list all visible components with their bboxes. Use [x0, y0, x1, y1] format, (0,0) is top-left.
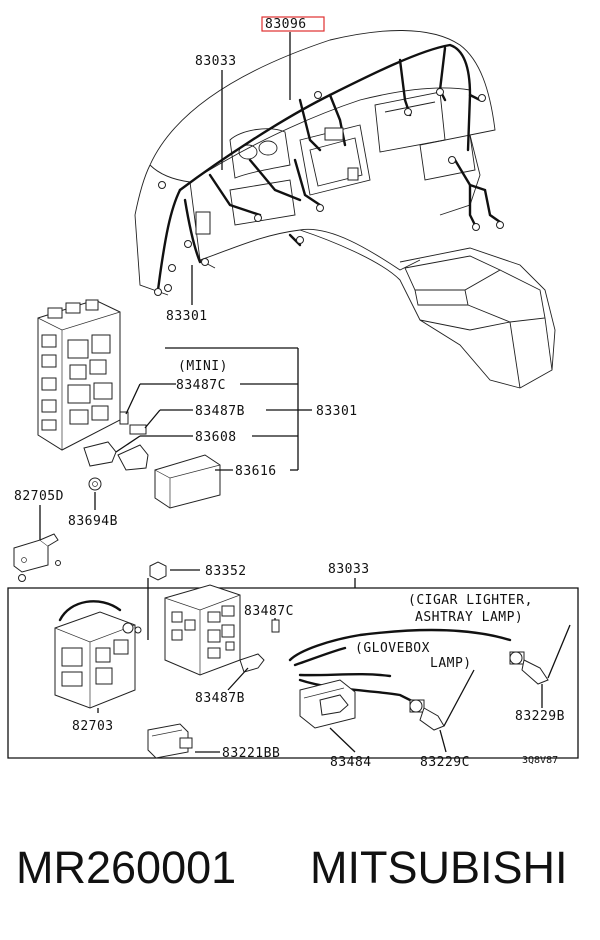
- nut-part: [149, 561, 167, 581]
- label-83616: 83616: [235, 464, 277, 479]
- label-83301-top: 83301: [166, 309, 208, 324]
- part-number: MR260001: [16, 842, 237, 893]
- junction-block: [37, 299, 121, 451]
- label-83694B: 83694B: [68, 514, 118, 529]
- fuse-83487C: [271, 619, 280, 633]
- label-83487C-mini: 83487C: [176, 378, 226, 393]
- label-83096: 83096: [265, 17, 307, 32]
- dash-wiring-harness: [154, 43, 504, 296]
- parts-diagram: 83096 83033 83301: [7, 16, 579, 770]
- label-glovebox-1: (GLOVEBOX: [355, 641, 430, 656]
- label-cigar-1: (CIGAR LIGHTER,: [408, 593, 533, 608]
- label-83033-top: 83033: [195, 54, 237, 69]
- highlight-box: [261, 16, 325, 32]
- label-83229B: 83229B: [515, 709, 565, 724]
- bracket-part: [13, 533, 61, 582]
- fuse-block: [164, 584, 241, 676]
- label-drawing-code: 3Q8V87: [522, 755, 558, 766]
- center-console: [299, 229, 556, 389]
- label-83033-lower: 83033: [328, 562, 370, 577]
- label-83487C-lower: 83487C: [244, 604, 294, 619]
- mini-parts: [83, 411, 221, 509]
- lower-group-box: [7, 587, 579, 759]
- label-mini: (MINI): [178, 359, 228, 374]
- label-83221BB: 83221BB: [222, 746, 280, 761]
- relay-box: [54, 600, 142, 709]
- dashboard-outline: [134, 30, 496, 296]
- label-82703: 82703: [72, 719, 114, 734]
- label-83229C: 83229C: [420, 755, 470, 770]
- connector-83221BB: [147, 723, 193, 759]
- label-82705D: 82705D: [14, 489, 64, 504]
- label-83608: 83608: [195, 430, 237, 445]
- label-83487B-mini: 83487B: [195, 404, 245, 419]
- label-glovebox-2: LAMP): [430, 656, 472, 671]
- label-83352: 83352: [205, 564, 247, 579]
- label-cigar-2: ASHTRAY LAMP): [415, 610, 523, 625]
- fuse-83487B: [239, 653, 265, 673]
- branch-harness: [288, 628, 549, 731]
- label-83301-right: 83301: [316, 404, 358, 419]
- label-83484: 83484: [330, 755, 372, 770]
- footer: MR260001 MITSUBISHI: [0, 838, 600, 898]
- brand-name: MITSUBISHI: [310, 842, 568, 893]
- label-83487B-lower: 83487B: [195, 691, 245, 706]
